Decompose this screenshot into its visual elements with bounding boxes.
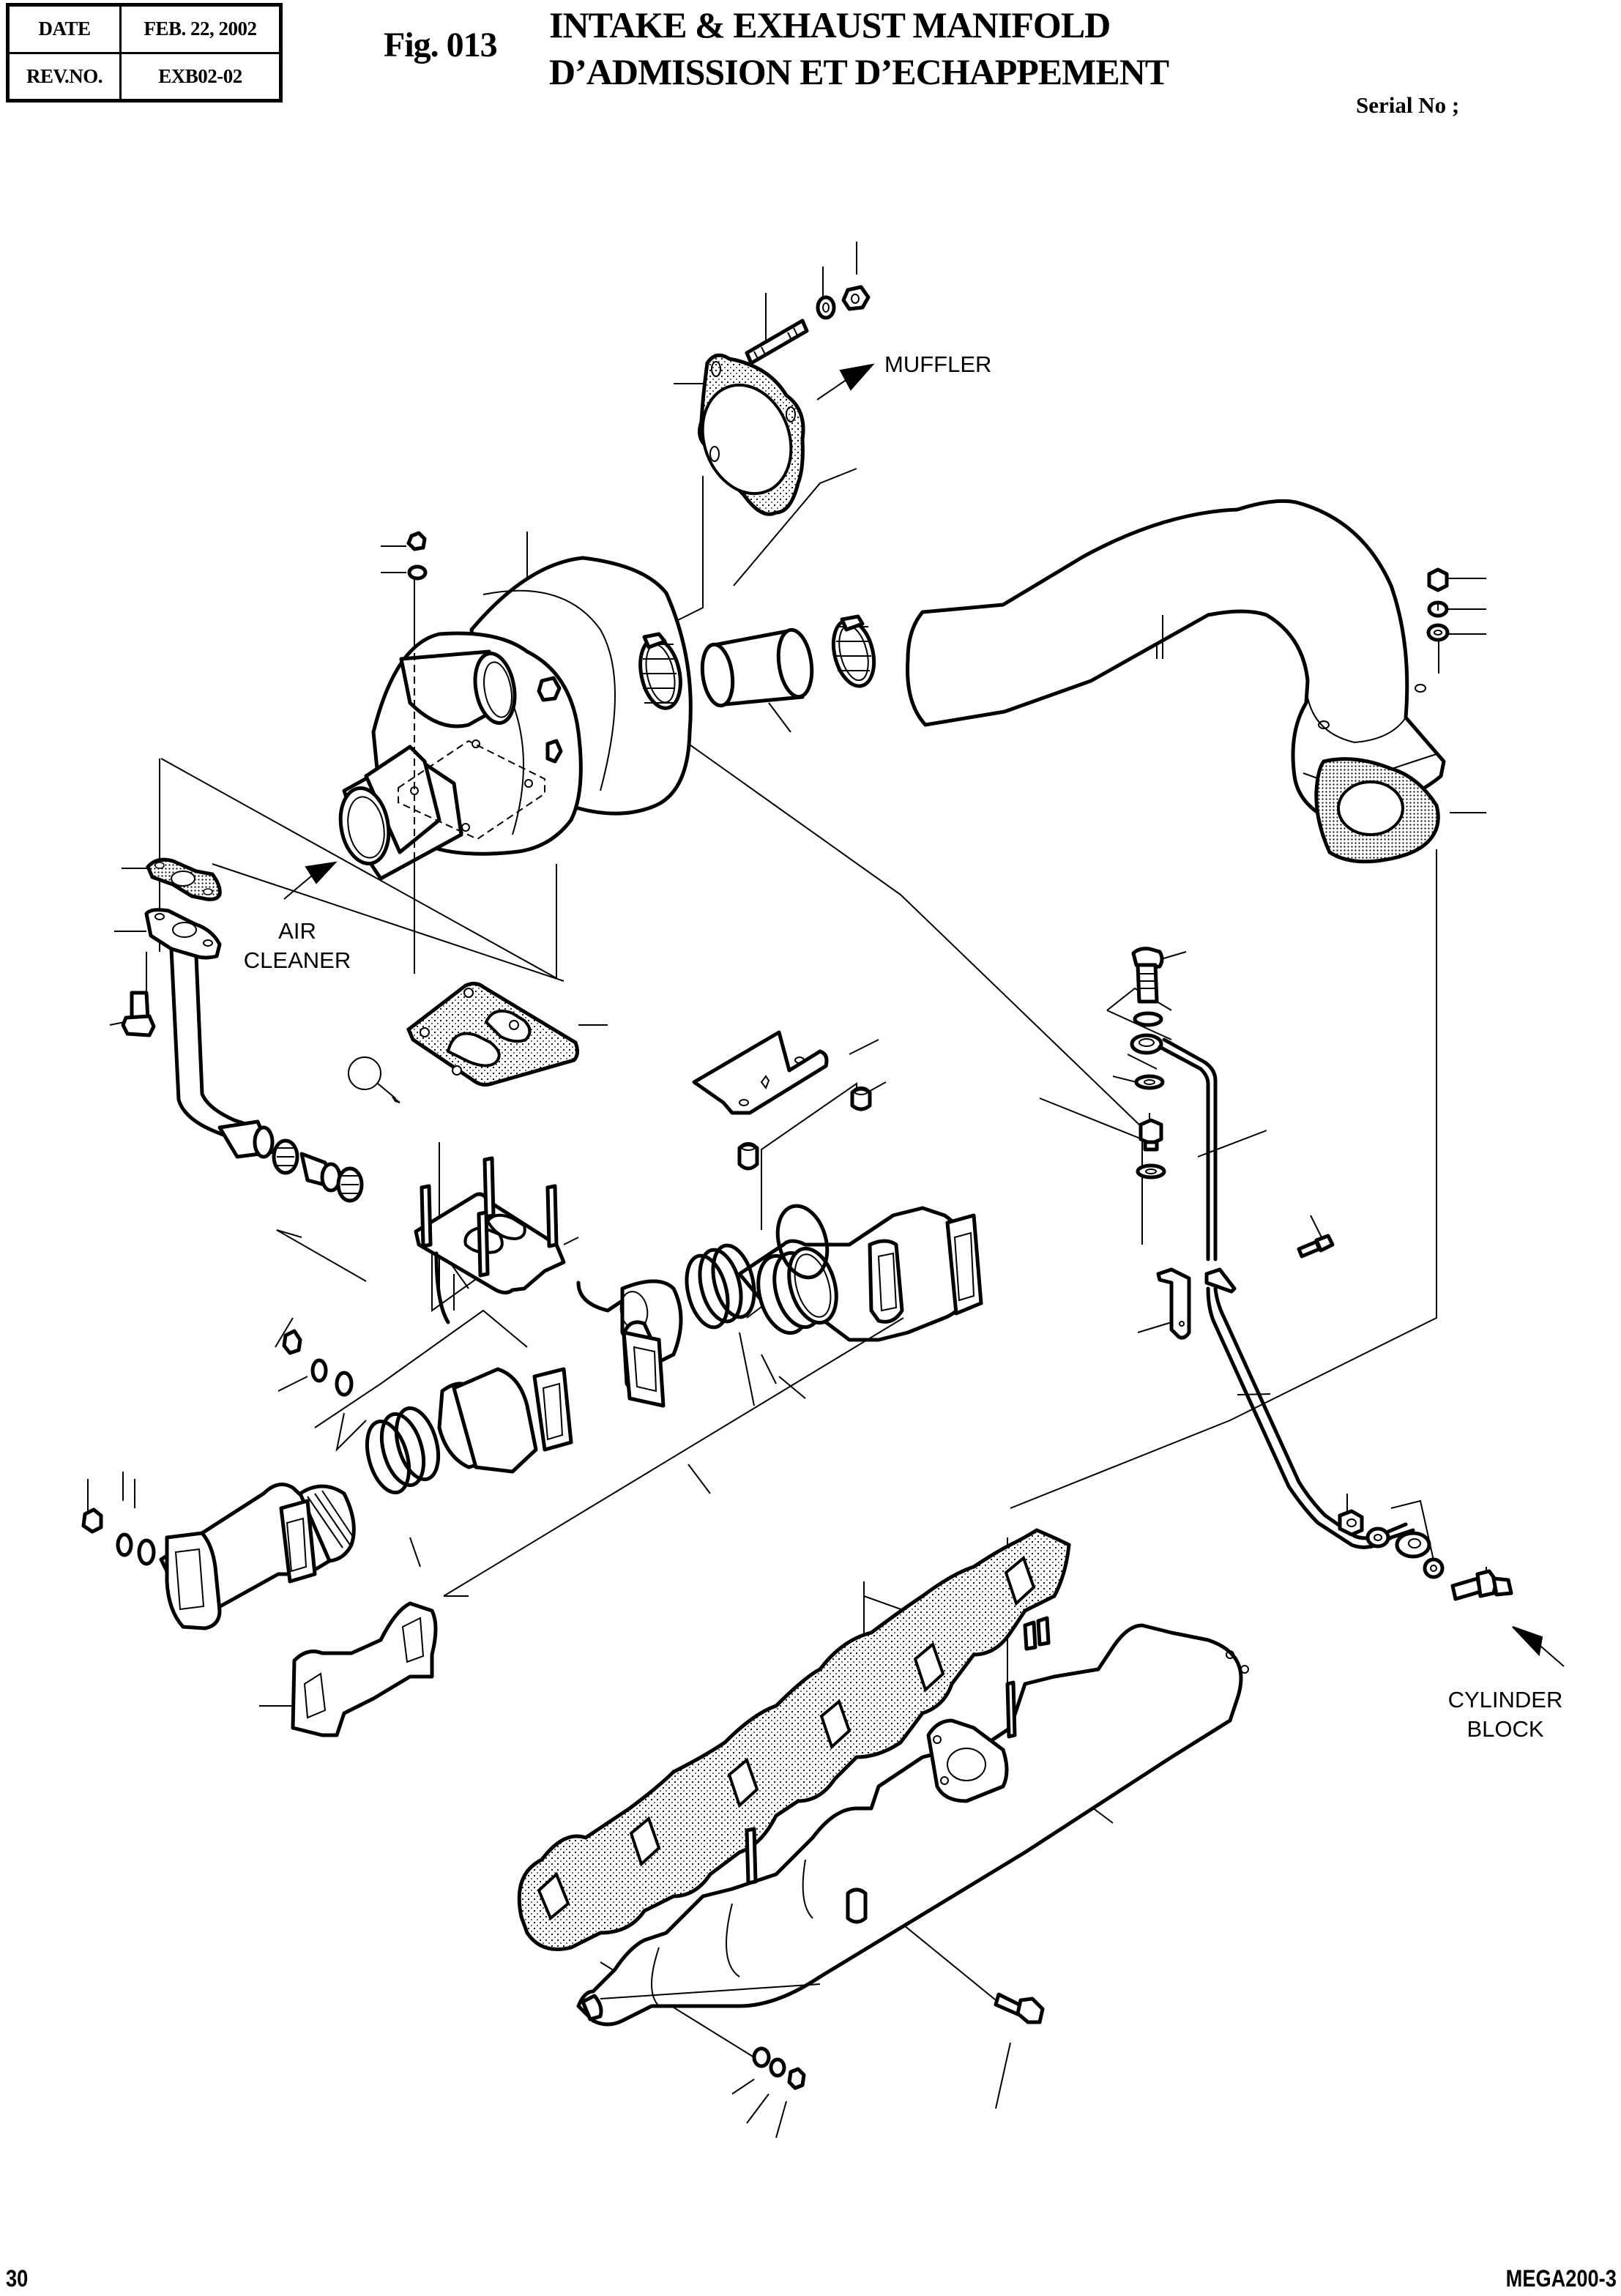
pipe-clip-bracket[interactable] [1156,1267,1191,1340]
copper-washer[interactable] [1423,1557,1445,1579]
turbo-mount-nut[interactable] [406,531,427,551]
flange-stud[interactable] [482,1156,496,1219]
center-manifold-washer[interactable] [335,1371,354,1397]
exhaust-manifold-center[interactable] [414,1192,683,1408]
union-connector[interactable] [1139,1118,1163,1152]
air-cleaner-direction-arrow [283,861,338,900]
clip-bolt[interactable] [1297,1234,1335,1259]
intake-manifold[interactable] [576,1616,1249,2027]
muffler-nut[interactable] [841,285,871,311]
center-manifold-nut[interactable] [282,1329,302,1355]
drain-hose[interactable] [299,1152,342,1193]
cylinder-block-label-line1: CYLINDER [1447,1687,1563,1712]
elbow-gasket[interactable] [1314,757,1440,864]
cylinder-block-direction-arrow [1512,1626,1565,1667]
heat-shield-bracket[interactable] [692,1030,829,1115]
serial-number-label: Serial No ; [1356,92,1460,118]
pipe-clip[interactable] [1204,1267,1237,1294]
page-title: INTAKE & EXHAUST MANIFOLD D’ADMISSION ET… [549,1,1169,95]
title-french: D’ADMISSION ET D’ECHAPPEMENT [549,51,1169,92]
copper-washer[interactable] [1136,1163,1166,1179]
elbow-flange-nut[interactable] [1427,567,1449,592]
intake-manifold-spring-washer[interactable] [769,2057,786,2078]
assembly-bracket-line [443,1317,904,1597]
copper-washer[interactable] [1365,1527,1390,1548]
copper-washer[interactable] [1134,1074,1165,1090]
reference-circle [348,1056,400,1103]
cylinder-block-label: CYLINDER BLOCK [1439,1685,1571,1744]
spacer-collar[interactable] [850,1086,872,1111]
exhaust-manifold-front[interactable] [159,1483,356,1630]
turbocharger[interactable] [335,556,693,974]
intake-manifold-bolt[interactable] [994,1992,1045,2024]
oil-drain-gasket[interactable] [146,857,222,901]
drain-hose-clamp[interactable] [272,1138,299,1175]
air-cleaner-label: AIR CLEANER [239,917,356,975]
model-code: MEGA200-3 [1505,2265,1617,2292]
elbow-flat-washer[interactable] [1426,623,1450,642]
front-manifold-spring-washer[interactable] [116,1532,133,1557]
figure-number: Fig. 013 [384,26,498,64]
turbo-mount-washer[interactable] [407,564,428,581]
cylinder-block-fitting[interactable] [1450,1569,1513,1601]
spacer-collar[interactable] [737,1142,759,1171]
front-manifold-nut[interactable] [81,1507,103,1534]
front-manifold-washer[interactable] [137,1538,156,1566]
turbo-mount-gasket[interactable] [406,981,580,1087]
drain-flange-bolt[interactable] [121,991,156,1037]
exhaust-manifold-center-lower[interactable] [437,1367,573,1474]
exhaust-port-gasket[interactable] [291,1601,438,1737]
flange-stud[interactable] [545,1184,559,1248]
revision-info-table: DATE FEB. 22, 2002 REV.NO. EXB02-02 [6,3,283,102]
muffler-gasket[interactable] [688,353,806,516]
flange-stud[interactable] [477,1210,490,1278]
oil-drain-pipe[interactable] [144,908,275,1159]
intake-manifold-nut[interactable] [787,2067,806,2090]
drain-hose-clamp[interactable] [336,1166,364,1203]
banjo-bolt[interactable] [1131,947,1164,1004]
date-value: FEB. 22, 2002 [119,4,282,54]
muffler-direction-arrow [816,363,875,400]
copper-washer[interactable] [1133,1011,1163,1027]
sealing-rings[interactable] [680,1241,761,1332]
date-label: DATE [7,4,122,54]
flange-stud[interactable] [420,1184,433,1248]
union-nut[interactable] [1338,1509,1364,1537]
muffler-stud[interactable] [745,318,809,365]
elbow-spring-washer[interactable] [1427,600,1449,618]
sealing-rings[interactable] [359,1404,446,1497]
cylinder-block-label-line2: BLOCK [1467,1716,1544,1742]
revision-value: EXB02-02 [119,51,282,102]
title-english: INTAKE & EXHAUST MANIFOLD [549,4,1111,45]
revision-label: REV.NO. [7,51,122,102]
air-cleaner-label-line1: AIR [278,918,316,944]
muffler-spring-washer[interactable] [816,295,836,320]
hose-clamp[interactable] [827,614,881,690]
hose-clamp[interactable] [635,632,687,712]
center-manifold-spring-washer[interactable] [310,1358,328,1383]
intake-manifold-washer[interactable] [752,2046,771,2068]
intake-manifold-gasket[interactable] [517,1528,1071,1951]
muffler-label: MUFFLER [884,350,991,379]
muffler-label-text: MUFFLER [884,351,992,377]
page-number: 30 [6,2265,29,2292]
sealing-rings[interactable] [769,1200,835,1283]
air-cleaner-label-line2: CLEANER [243,947,351,973]
intake-hose[interactable] [698,627,816,708]
